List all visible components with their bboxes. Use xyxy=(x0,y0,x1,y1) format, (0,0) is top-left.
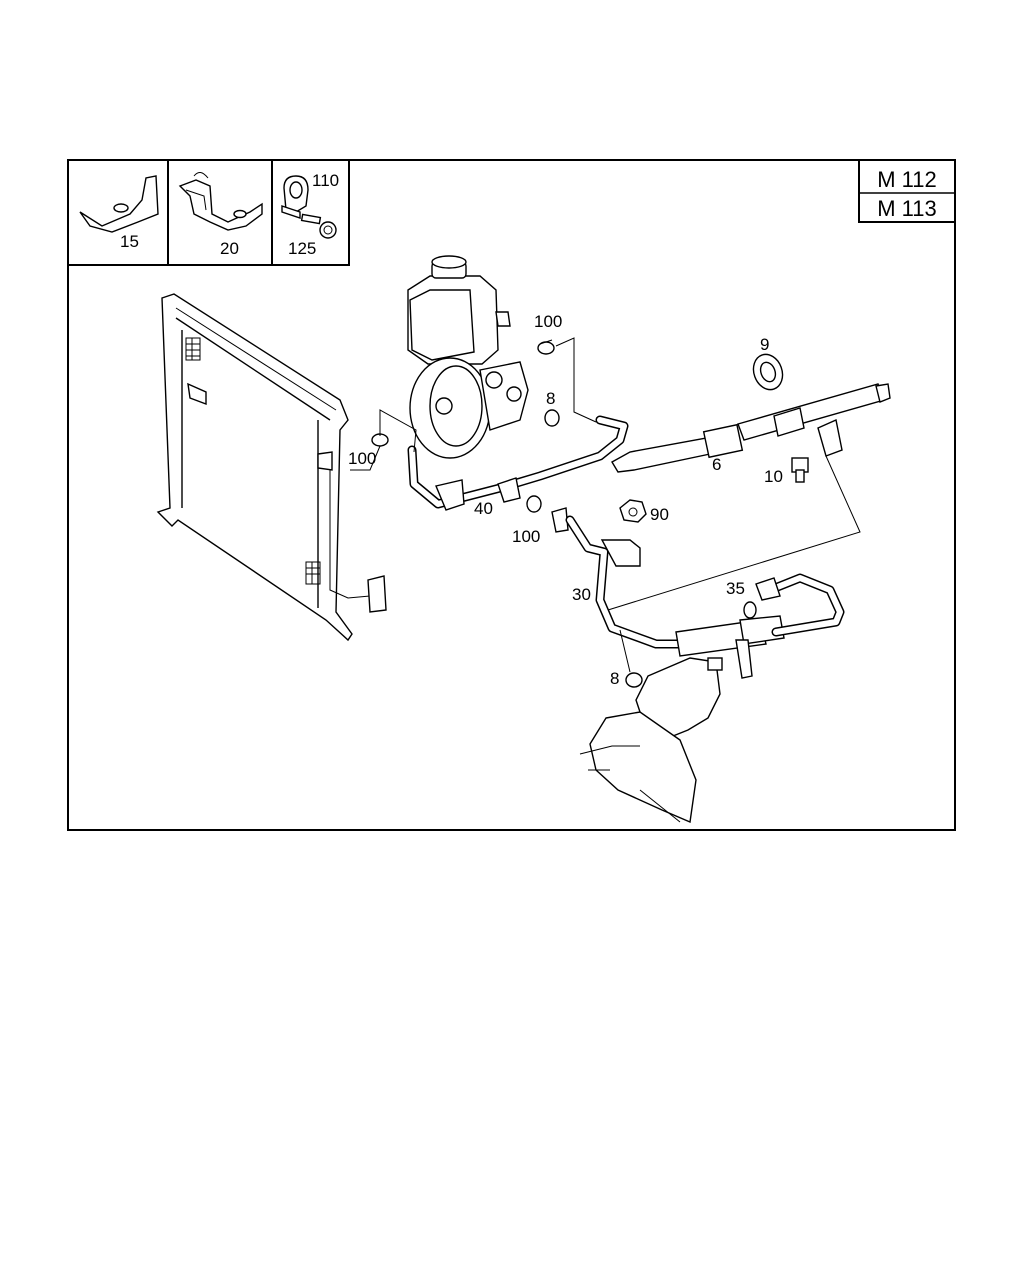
engine-code-m112: M 112 xyxy=(877,167,937,192)
inset-panels xyxy=(67,159,350,266)
pressure-line-30 xyxy=(565,515,845,679)
oring-35 xyxy=(743,601,757,619)
clamp-100-mid xyxy=(526,495,569,533)
bolt-125-drawing xyxy=(300,213,337,239)
engine-code-m113: M 113 xyxy=(877,196,937,221)
label-bolt-125: 125 xyxy=(288,239,316,258)
label-nut-90: 90 xyxy=(650,505,669,524)
label-bracket-20: 20 xyxy=(220,239,239,258)
return-line-40 xyxy=(407,415,629,511)
bracket-20-drawing xyxy=(178,172,263,231)
leader-lines xyxy=(350,337,861,673)
banjo-bolt-10 xyxy=(791,457,809,483)
clamp-100-top xyxy=(537,339,555,355)
oring-8-top xyxy=(544,409,560,427)
diagram-frame xyxy=(67,159,956,831)
label-clip-110: 110 xyxy=(312,171,339,190)
label-seal-ring-9: 9 xyxy=(760,335,769,354)
power-steering-pump xyxy=(407,255,529,459)
oring-8-bottom xyxy=(625,672,643,688)
label-oring-8-bottom: 8 xyxy=(610,669,619,688)
oil-cooler-radiator xyxy=(156,293,387,642)
label-oring-8-top: 8 xyxy=(546,389,555,408)
label-bracket-15: 15 xyxy=(120,232,139,251)
label-clamp-100-top: 100 xyxy=(534,312,562,331)
nut-90 xyxy=(619,499,647,523)
grid-hatch xyxy=(185,337,321,585)
steering-gear xyxy=(579,657,723,824)
label-clamp-100-mid: 100 xyxy=(512,527,540,546)
engine-code-box: M 112 M 113 xyxy=(858,159,956,223)
seal-ring-9 xyxy=(752,353,784,391)
clip-110-drawing xyxy=(281,175,309,219)
bracket-15-drawing xyxy=(79,175,159,233)
label-clamp-100-left: 100 xyxy=(348,449,376,468)
pressure-hose-6 xyxy=(611,383,891,473)
label-oring-35: 35 xyxy=(726,579,745,598)
label-pressure-hose-6: 6 xyxy=(712,455,721,474)
label-banjo-bolt-10: 10 xyxy=(764,467,783,486)
label-return-line-40: 40 xyxy=(474,499,493,518)
label-pressure-line-30: 30 xyxy=(572,585,591,604)
